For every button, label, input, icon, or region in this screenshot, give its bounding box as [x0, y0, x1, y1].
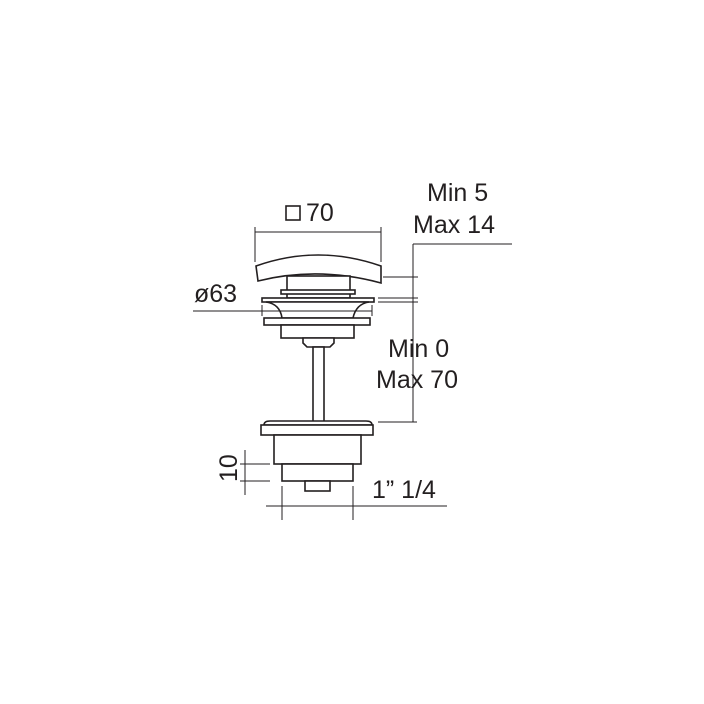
flange-body	[265, 301, 370, 319]
stroke-max: Max 70	[376, 366, 458, 394]
square-icon	[285, 205, 301, 221]
stem	[312, 346, 325, 423]
stroke-min: Min 0	[388, 335, 449, 363]
seal-ring	[280, 289, 356, 295]
thread-size-dimension: 1” 1/4	[266, 476, 447, 520]
basket-flange	[260, 424, 374, 436]
stem-head	[302, 337, 335, 348]
flange-plate	[263, 317, 371, 326]
nub	[304, 480, 331, 492]
basket-body	[273, 434, 362, 465]
basket-top	[263, 420, 373, 426]
thread	[281, 463, 354, 482]
cap-size-label: 70	[306, 199, 334, 227]
thread-size-label: 1” 1/4	[372, 476, 436, 504]
height-dimension: Min 5 Max 14 Min 0 Max 70	[376, 179, 512, 423]
cap-height-max: Max 14	[413, 211, 495, 239]
cap-width-dimension: 70	[254, 199, 382, 262]
thread-height-label: 10	[215, 454, 243, 482]
cap-height-min: Min 5	[427, 179, 488, 207]
thread-height-dimension: 10	[215, 450, 270, 495]
diameter-dimension: ø63	[193, 280, 373, 316]
diameter-label: ø63	[194, 280, 237, 308]
body	[280, 324, 355, 339]
